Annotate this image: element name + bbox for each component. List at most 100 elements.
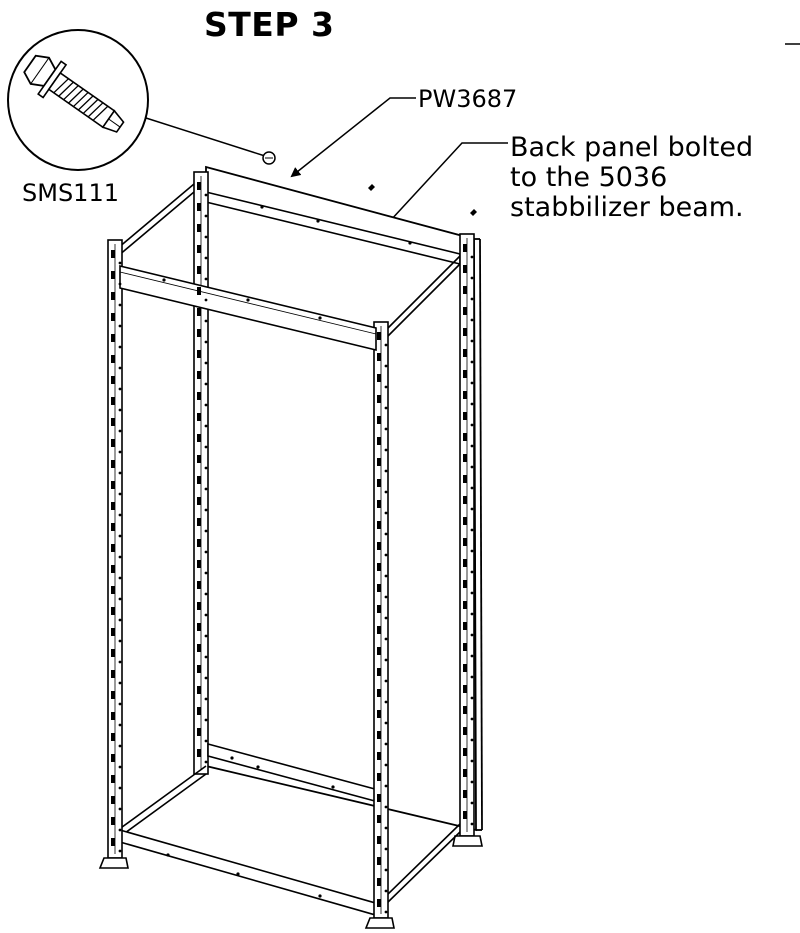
upright-slot	[111, 754, 115, 762]
upright-hole	[204, 613, 208, 617]
upright-slot	[197, 371, 201, 379]
callout-line-3: stabbilizer beam.	[510, 192, 744, 223]
step-title: STEP 3	[204, 5, 334, 44]
panel-part-label: PW3687	[418, 85, 517, 113]
upright-hole	[384, 658, 388, 662]
upright-hole	[118, 828, 122, 832]
upright-hole	[204, 718, 208, 722]
upright-slot	[197, 203, 201, 211]
upright-hole	[384, 763, 388, 767]
upright-slot	[463, 811, 467, 819]
upright-hole	[470, 402, 474, 406]
back-panel	[205, 165, 483, 832]
front-top-beam	[119, 264, 377, 352]
upright-slot	[377, 395, 381, 403]
upright-slot	[197, 644, 201, 652]
upright-slot	[463, 706, 467, 714]
upright-hole	[384, 511, 388, 515]
upright-slot	[197, 434, 201, 442]
upright-hole	[118, 618, 122, 622]
upright-slot	[111, 334, 115, 342]
screw-part-label: SMS111	[22, 179, 119, 207]
upright-slot	[463, 265, 467, 273]
upright-slot	[111, 649, 115, 657]
upright-hole	[384, 532, 388, 536]
upright-hole	[384, 679, 388, 683]
upright-hole	[118, 786, 122, 790]
upright-slot	[463, 748, 467, 756]
upright-hole	[384, 826, 388, 830]
upright-hole	[204, 382, 208, 386]
upright-hole	[204, 193, 208, 197]
upright-slot	[111, 250, 115, 258]
upright-slot	[377, 815, 381, 823]
upright-slot	[197, 665, 201, 673]
upright-hole	[118, 261, 122, 265]
upright-slot	[111, 439, 115, 447]
upright-slot	[111, 292, 115, 300]
upright-hole	[470, 444, 474, 448]
upright-hole	[470, 696, 474, 700]
upright-hole	[204, 634, 208, 638]
upright-hole	[204, 466, 208, 470]
upright-slot	[197, 518, 201, 526]
upright-slot	[197, 329, 201, 337]
upright-slot	[197, 224, 201, 232]
upright-slot	[377, 332, 381, 340]
upright-hole	[470, 717, 474, 721]
upright-slot	[377, 500, 381, 508]
upright-slot	[111, 523, 115, 531]
upright-hole	[470, 549, 474, 553]
upright-slot	[377, 794, 381, 802]
upright-slot	[197, 476, 201, 484]
upright-slot	[463, 475, 467, 483]
upright-slot	[197, 497, 201, 505]
upright-slot	[111, 670, 115, 678]
upright-slot	[463, 496, 467, 504]
upright-slot	[377, 458, 381, 466]
upright-hole	[384, 469, 388, 473]
upright-slot	[197, 539, 201, 547]
upright-hole	[204, 319, 208, 323]
upright-hole	[470, 780, 474, 784]
upright-hole	[118, 324, 122, 328]
upright-hole	[470, 507, 474, 511]
upright-hole	[204, 655, 208, 659]
upright-hole	[118, 345, 122, 349]
upright-slot	[377, 689, 381, 697]
upright-slot	[111, 838, 115, 846]
upright-hole	[470, 423, 474, 427]
upright-slot	[377, 899, 381, 907]
upright-slot	[463, 349, 467, 357]
upright-hole	[470, 675, 474, 679]
upright-hole	[384, 700, 388, 704]
upright-hole	[384, 910, 388, 914]
upright-hole	[118, 765, 122, 769]
upright-hole	[118, 303, 122, 307]
upright-slot	[463, 643, 467, 651]
upright-slot	[197, 266, 201, 274]
beam-holes	[162, 205, 412, 898]
upright-hole	[384, 448, 388, 452]
upright-hole	[470, 612, 474, 616]
upright-slot	[197, 623, 201, 631]
upright-slot	[377, 647, 381, 655]
upright-hole	[204, 592, 208, 596]
upright-slot	[197, 686, 201, 694]
upright-hole	[470, 528, 474, 532]
upright-hole	[470, 738, 474, 742]
upright-hole	[204, 739, 208, 743]
upright-hole	[384, 616, 388, 620]
upright-slot	[377, 416, 381, 424]
upright-slot	[111, 628, 115, 636]
upright-hole	[470, 801, 474, 805]
upright-slot	[463, 727, 467, 735]
upright-slot	[111, 817, 115, 825]
upright-slot	[111, 481, 115, 489]
upright-hole	[204, 445, 208, 449]
upright-hole	[118, 681, 122, 685]
upright-slot	[463, 517, 467, 525]
upright-slot	[111, 586, 115, 594]
upright-slot	[197, 581, 201, 589]
upright-slot	[197, 413, 201, 421]
